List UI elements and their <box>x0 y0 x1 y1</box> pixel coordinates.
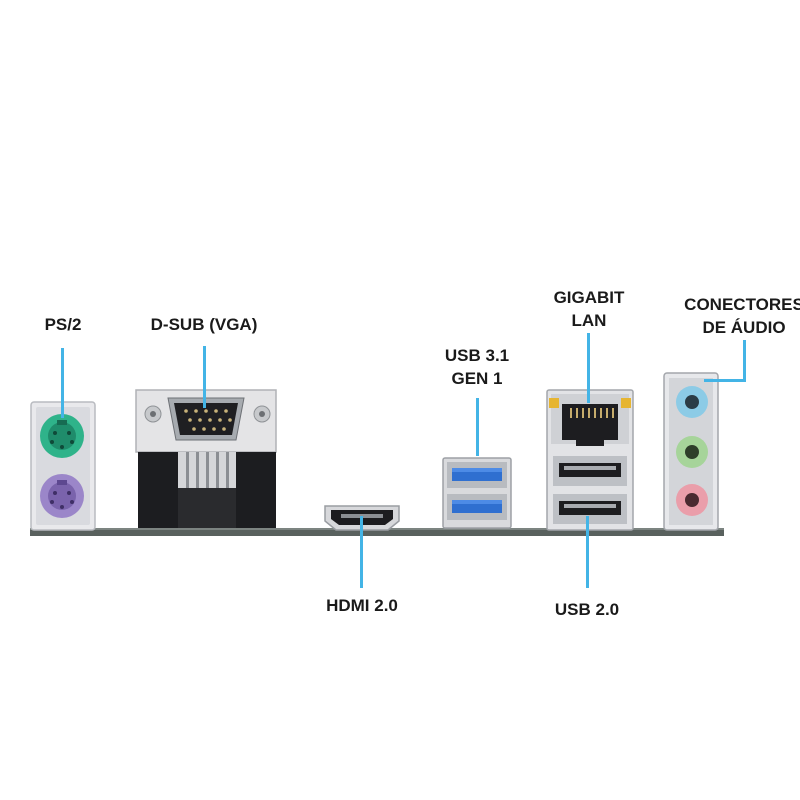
usb31-port <box>442 457 512 529</box>
audio-leader-h <box>704 379 746 382</box>
usb31-leader <box>476 398 479 456</box>
lan-usb20-stack <box>546 389 634 531</box>
vga-port <box>135 389 277 528</box>
audio-label: CONECTORES DE ÁUDIO <box>684 295 800 337</box>
pcb-strip <box>30 528 724 536</box>
dsub-label: D-SUB (VGA) <box>150 315 258 334</box>
audio-jacks <box>663 372 719 531</box>
hdmi-label: HDMI 2.0 <box>326 596 398 615</box>
lan-label: GIGABIT LAN <box>553 288 625 330</box>
usb20-leader <box>586 516 589 588</box>
ps2-label: PS/2 <box>44 315 82 334</box>
dsub-leader <box>203 346 206 408</box>
lan-leader <box>587 333 590 403</box>
ps2-port <box>30 401 96 531</box>
audio-leader-v <box>743 340 746 382</box>
usb31-label: USB 3.1 GEN 1 <box>444 346 510 388</box>
ps2-leader <box>61 348 64 418</box>
hdmi-leader <box>360 516 363 588</box>
usb20-label: USB 2.0 <box>554 600 620 619</box>
